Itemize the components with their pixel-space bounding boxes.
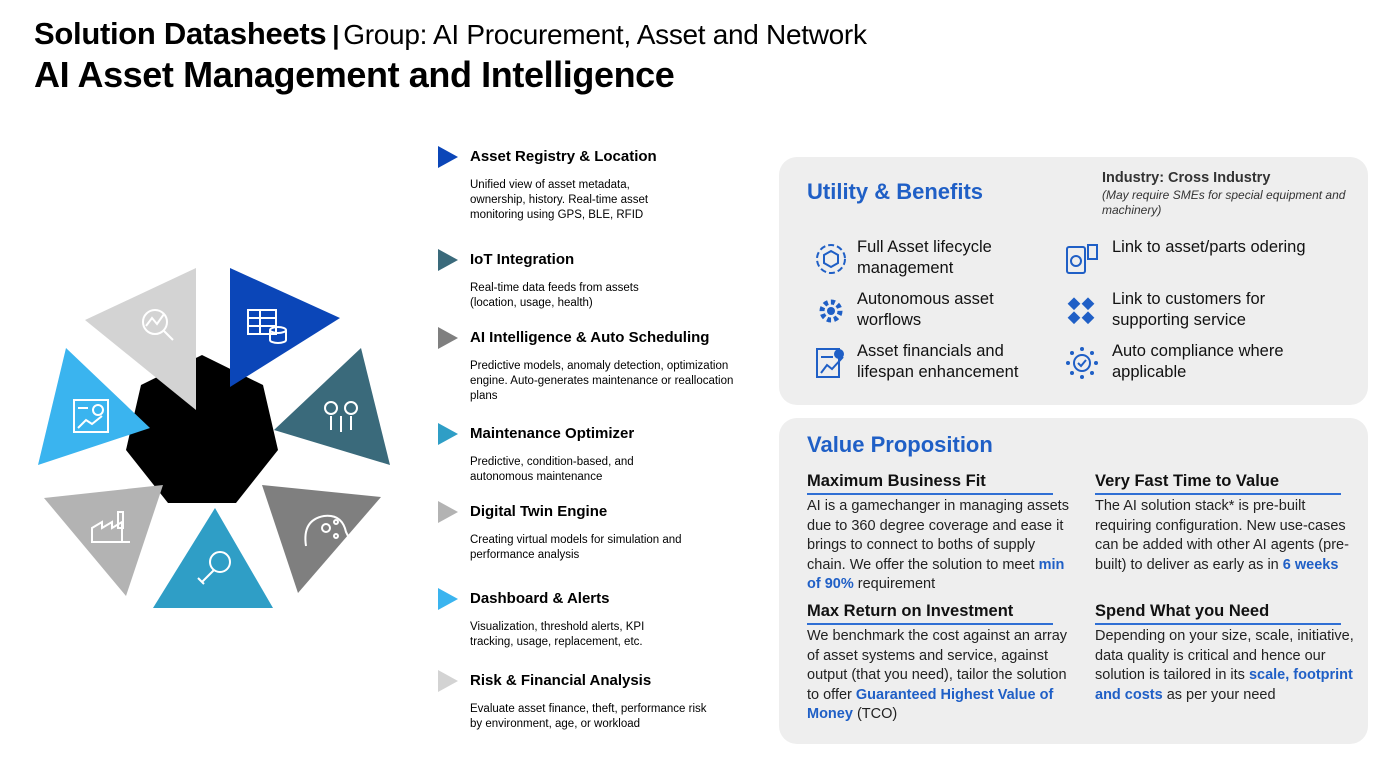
gear-workflow-icon	[819, 299, 843, 323]
value-highlight: scale, footprint and costs	[1095, 667, 1353, 703]
value-proposition-panel: Value Proposition Maximum Business Fit A…	[779, 418, 1368, 744]
benefit-item: Link to asset/parts odering	[1064, 237, 1314, 283]
feature-iot-integration: IoT Integration Real-time data feeds fro…	[438, 249, 758, 311]
database-table-icon	[247, 309, 287, 344]
feature-title: Maintenance Optimizer	[470, 425, 635, 442]
utility-benefits-panel: Utility & Benefits Industry: Cross Indus…	[779, 157, 1368, 405]
industry-info: Industry: Cross Industry (May require SM…	[1102, 170, 1362, 218]
value-block: Max Return on Investment We benchmark th…	[807, 602, 1069, 725]
financial-report-icon	[816, 348, 844, 378]
feature-risk-financial: Risk & Financial Analysis Evaluate asset…	[438, 670, 758, 732]
benefit-text: Autonomous asset worflows	[857, 290, 994, 329]
benefit-item: Full Asset lifecycle management	[813, 237, 1063, 283]
value-block: Maximum Business Fit AI is a gamechanger…	[807, 472, 1069, 595]
feature-title: Dashboard & Alerts	[470, 590, 610, 607]
feature-title: Digital Twin Engine	[470, 503, 608, 520]
value-block-text: AI is a gamechanger in managing assets d…	[807, 498, 1069, 593]
feature-title: Asset Registry & Location	[470, 148, 657, 165]
ai-head-icon	[304, 514, 352, 558]
value-block-title: Spend What you Need	[1095, 602, 1341, 625]
header-line: Solution Datasheets|Group: AI Procuremen…	[34, 16, 867, 52]
value-title: Value Proposition	[807, 432, 993, 457]
feature-description: Predictive models, anomaly detection, op…	[470, 360, 734, 402]
benefit-item: Auto compliance where applicable	[1064, 341, 1314, 387]
feature-description: Evaluate asset finance, theft, performan…	[470, 703, 707, 730]
benefit-text: Auto compliance where applicable	[1112, 342, 1284, 381]
search-analytics-icon	[142, 309, 174, 341]
value-block-text: Depending on your size, scale, initiativ…	[1095, 628, 1354, 703]
lifecycle-icon	[816, 244, 846, 274]
feature-wheel	[38, 268, 390, 608]
feature-title: AI Intelligence & Auto Scheduling	[470, 329, 710, 346]
feature-description: Real-time data feeds from assets (locati…	[470, 282, 639, 309]
wheel-center-heptagon	[126, 355, 278, 503]
feature-maintenance-optimizer: Maintenance Optimizer Predictive, condit…	[438, 423, 758, 485]
compliance-stars-icon	[1066, 347, 1098, 379]
value-highlight: min of 90%	[807, 556, 1065, 593]
wheel-segment-1	[85, 268, 196, 410]
puzzle-link-icon	[1067, 297, 1095, 325]
wheel-segment-4	[262, 485, 381, 593]
feature-ai-intelligence: AI Intelligence & Auto Scheduling Predic…	[438, 327, 758, 404]
benefit-text: Full Asset lifecycle management	[857, 238, 992, 277]
feature-arrow-icon	[438, 588, 458, 610]
dashboard-report-icon	[73, 399, 109, 433]
industry-note: (May require SMEs for special equipment …	[1102, 188, 1346, 217]
feature-description: Visualization, threshold alerts, KPI tra…	[470, 621, 645, 648]
feature-arrow-icon	[438, 146, 458, 168]
feature-title: Risk & Financial Analysis	[470, 672, 652, 689]
group-label: Group: AI Procurement, Asset and Network	[343, 19, 867, 50]
value-block-title: Very Fast Time to Value	[1095, 472, 1341, 495]
value-highlight: Guaranteed Highest Value of Money	[807, 686, 1054, 723]
feature-description: Creating virtual models for simulation a…	[470, 534, 682, 561]
feature-description: Predictive, condition-based, and autonom…	[470, 456, 634, 483]
feature-title: IoT Integration	[470, 251, 575, 268]
benefit-item: Autonomous asset worflows	[813, 289, 1063, 335]
gears-circuit-icon	[324, 401, 358, 432]
feature-arrow-icon	[438, 670, 458, 692]
value-block-text: The AI solution stack* is pre-built requ…	[1095, 498, 1349, 573]
value-block-title: Maximum Business Fit	[807, 472, 1053, 495]
value-block-title: Max Return on Investment	[807, 602, 1053, 625]
wheel-segment-3	[274, 348, 390, 465]
wrench-gear-icon	[197, 551, 231, 585]
wheel-segment-5	[153, 508, 273, 608]
page-title: Solution Datasheets	[34, 16, 327, 51]
page-subtitle: AI Asset Management and Intelligence	[34, 54, 675, 95]
feature-digital-twin: Digital Twin Engine Creating virtual mod…	[438, 501, 758, 563]
feature-arrow-icon	[438, 423, 458, 445]
page-header: Solution Datasheets|Group: AI Procuremen…	[34, 16, 867, 96]
benefit-text: Asset financials and lifespan enhancemen…	[857, 342, 1019, 381]
value-block: Very Fast Time to Value The AI solution …	[1095, 472, 1357, 575]
utility-title: Utility & Benefits	[807, 179, 984, 204]
feature-arrow-icon	[438, 501, 458, 523]
title-separator: |	[332, 20, 340, 50]
feature-asset-registry: Asset Registry & Location Unified view o…	[438, 146, 758, 223]
benefit-text: Link to asset/parts odering	[1112, 238, 1306, 256]
value-block-text: We benchmark the cost against an array o…	[807, 628, 1068, 723]
feature-arrow-icon	[438, 327, 458, 349]
feature-dashboard-alerts: Dashboard & Alerts Visualization, thresh…	[438, 588, 758, 650]
factory-icon	[91, 511, 130, 543]
feature-description: Unified view of asset metadata, ownershi…	[470, 179, 649, 221]
feature-arrow-icon	[438, 249, 458, 271]
benefit-item: Asset financials and lifespan enhancemen…	[813, 341, 1063, 387]
value-block: Spend What you Need Depending on your si…	[1095, 602, 1357, 705]
value-highlight: 6 weeks	[1282, 556, 1339, 573]
benefit-item: Link to customers for supporting service	[1064, 289, 1314, 335]
wheel-segment-6	[44, 485, 163, 596]
industry-label: Industry: Cross Industry	[1102, 170, 1271, 186]
mobile-order-icon	[1066, 244, 1098, 274]
benefit-text: Link to customers for supporting service	[1112, 290, 1266, 329]
